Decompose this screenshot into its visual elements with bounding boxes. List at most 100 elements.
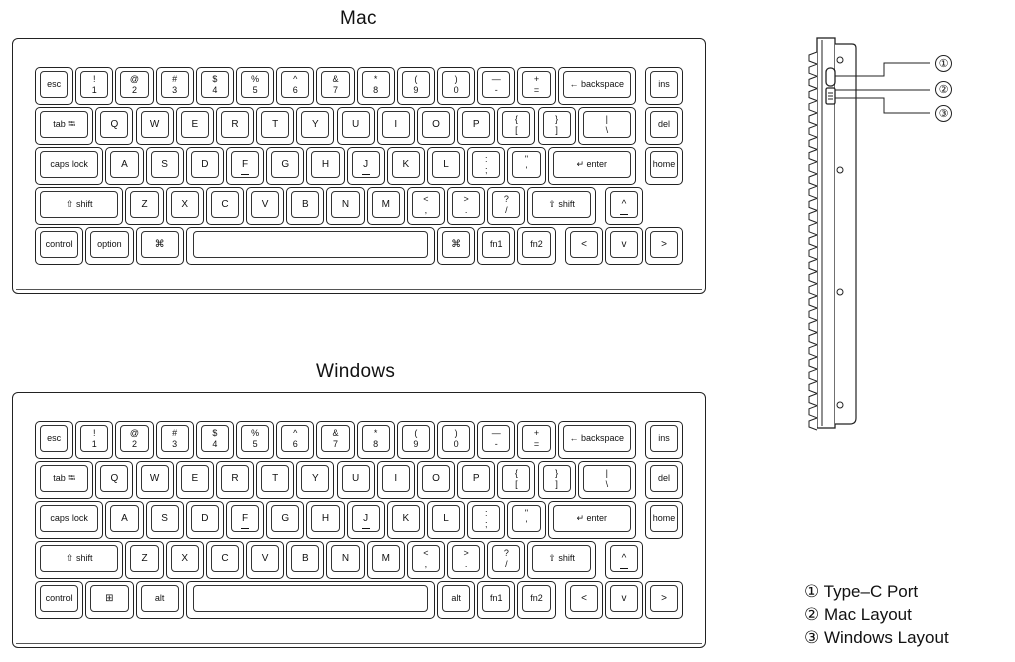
key-5: %5 — [236, 421, 275, 459]
key-enter: ↵ enter — [547, 147, 636, 185]
key-cap: #3 — [160, 425, 189, 452]
key-legend: W — [149, 473, 160, 484]
key-z: Z — [125, 541, 164, 579]
side-keycap-profile — [808, 100, 818, 114]
key-legend: ) — [454, 427, 458, 438]
key-legend: [ — [515, 124, 518, 135]
key-a: A — [105, 147, 144, 185]
key-legend: fn1 — [490, 593, 503, 603]
key-tab: tab ⭾ — [35, 461, 94, 499]
key-legend: ins — [658, 79, 670, 89]
key-legend: 3 — [172, 438, 178, 449]
key-legend: E — [191, 119, 199, 130]
side-keycap-profile — [808, 405, 818, 419]
key-2: @2 — [115, 421, 154, 459]
key-fn1: fn1 — [477, 581, 516, 619]
key-legend: % — [251, 73, 260, 84]
key-g: G — [266, 147, 305, 185]
key-legend: tab ⭾ — [53, 473, 76, 483]
key-cap: K — [391, 505, 420, 532]
key-cap: P — [462, 111, 491, 138]
key-legend: F — [241, 513, 249, 524]
key-cap: Q — [100, 465, 129, 492]
side-keycap-profile — [808, 161, 818, 175]
key-8: *8 — [356, 421, 395, 459]
key-fn2: fn2 — [517, 227, 556, 265]
key-symbol: "' — [507, 147, 546, 185]
key-symbol: += — [517, 421, 556, 459]
key-cap: |\ — [582, 465, 631, 492]
key-legend: , — [424, 204, 428, 215]
arrow-up-key: ^ — [605, 187, 643, 225]
key-cap: G — [271, 505, 300, 532]
key-esc: esc — [35, 67, 74, 105]
arrow-left-key: < — [565, 581, 603, 619]
key-x: X — [165, 187, 204, 225]
key-4: $4 — [195, 421, 234, 459]
key-9: (9 — [396, 421, 435, 459]
key-cap: alt — [442, 585, 471, 612]
key-legend: 2 — [131, 84, 137, 95]
key-cap: caps lock — [40, 505, 99, 532]
key-cap: esc — [40, 425, 69, 452]
key-legend: * — [373, 427, 378, 438]
key-h: H — [306, 147, 345, 185]
side-keycap-profile — [808, 332, 818, 346]
side-keycap-profile — [808, 136, 818, 150]
key-cap: < — [570, 585, 598, 612]
side-keycap-profile — [808, 51, 818, 65]
key-cap: E — [180, 111, 209, 138]
key-legend: > — [661, 593, 667, 604]
key-e: E — [175, 461, 214, 499]
key-o: O — [416, 107, 456, 145]
key-legend: A — [121, 159, 128, 170]
key-cap: Y — [301, 111, 330, 138]
key-3: #3 — [155, 421, 194, 459]
key-legend: U — [351, 473, 360, 484]
key-legend: M — [381, 553, 390, 564]
key-symbol: —- — [477, 67, 516, 105]
key-u: U — [336, 107, 375, 145]
key-cap: ^6 — [281, 71, 310, 98]
key-legend: ? — [503, 193, 509, 204]
key-legend: 1 — [91, 438, 97, 449]
key-symbol: —- — [477, 421, 516, 459]
key-cap: < — [570, 231, 598, 258]
key-legend: \ — [605, 478, 609, 489]
key-t: T — [256, 107, 295, 145]
key-legend: C — [221, 199, 229, 210]
key-s: S — [145, 147, 184, 185]
key-legend: ins — [658, 433, 670, 443]
key-legend: F — [241, 159, 249, 170]
key-legend: # — [172, 427, 178, 438]
key-legend: $ — [212, 427, 218, 438]
key-legend: ⇧ shift — [548, 199, 575, 209]
key-legend: Z — [141, 199, 148, 210]
key-cap: G — [271, 151, 300, 178]
side-keycap-profile — [808, 88, 818, 102]
key-symbol: |\ — [577, 107, 636, 145]
key-ins: ins — [645, 421, 683, 459]
key-cap: tab ⭾ — [40, 465, 89, 492]
key-backspace: ← backspace — [557, 67, 636, 105]
key-cap: Z — [130, 545, 159, 572]
key-legend: ) — [454, 73, 458, 84]
key-g: G — [266, 501, 305, 539]
key-cap: W — [140, 465, 169, 492]
key-cap: "' — [512, 151, 541, 178]
key-legend: v — [621, 593, 627, 604]
key-legend: E — [191, 473, 199, 484]
key-legend: alt — [154, 593, 165, 603]
key-cap: X — [170, 545, 199, 572]
key-legend: esc — [47, 433, 62, 443]
side-keycap-profile — [808, 356, 818, 370]
key-c: C — [205, 541, 245, 579]
key-legend: = — [533, 438, 540, 449]
key-legend: < — [423, 547, 429, 558]
key-symbol: >. — [447, 541, 486, 579]
key-cap: "' — [512, 505, 541, 532]
key-5: %5 — [236, 67, 275, 105]
key-legend: T — [272, 473, 279, 484]
key-cap: I — [381, 465, 410, 492]
key-t: T — [256, 461, 295, 499]
